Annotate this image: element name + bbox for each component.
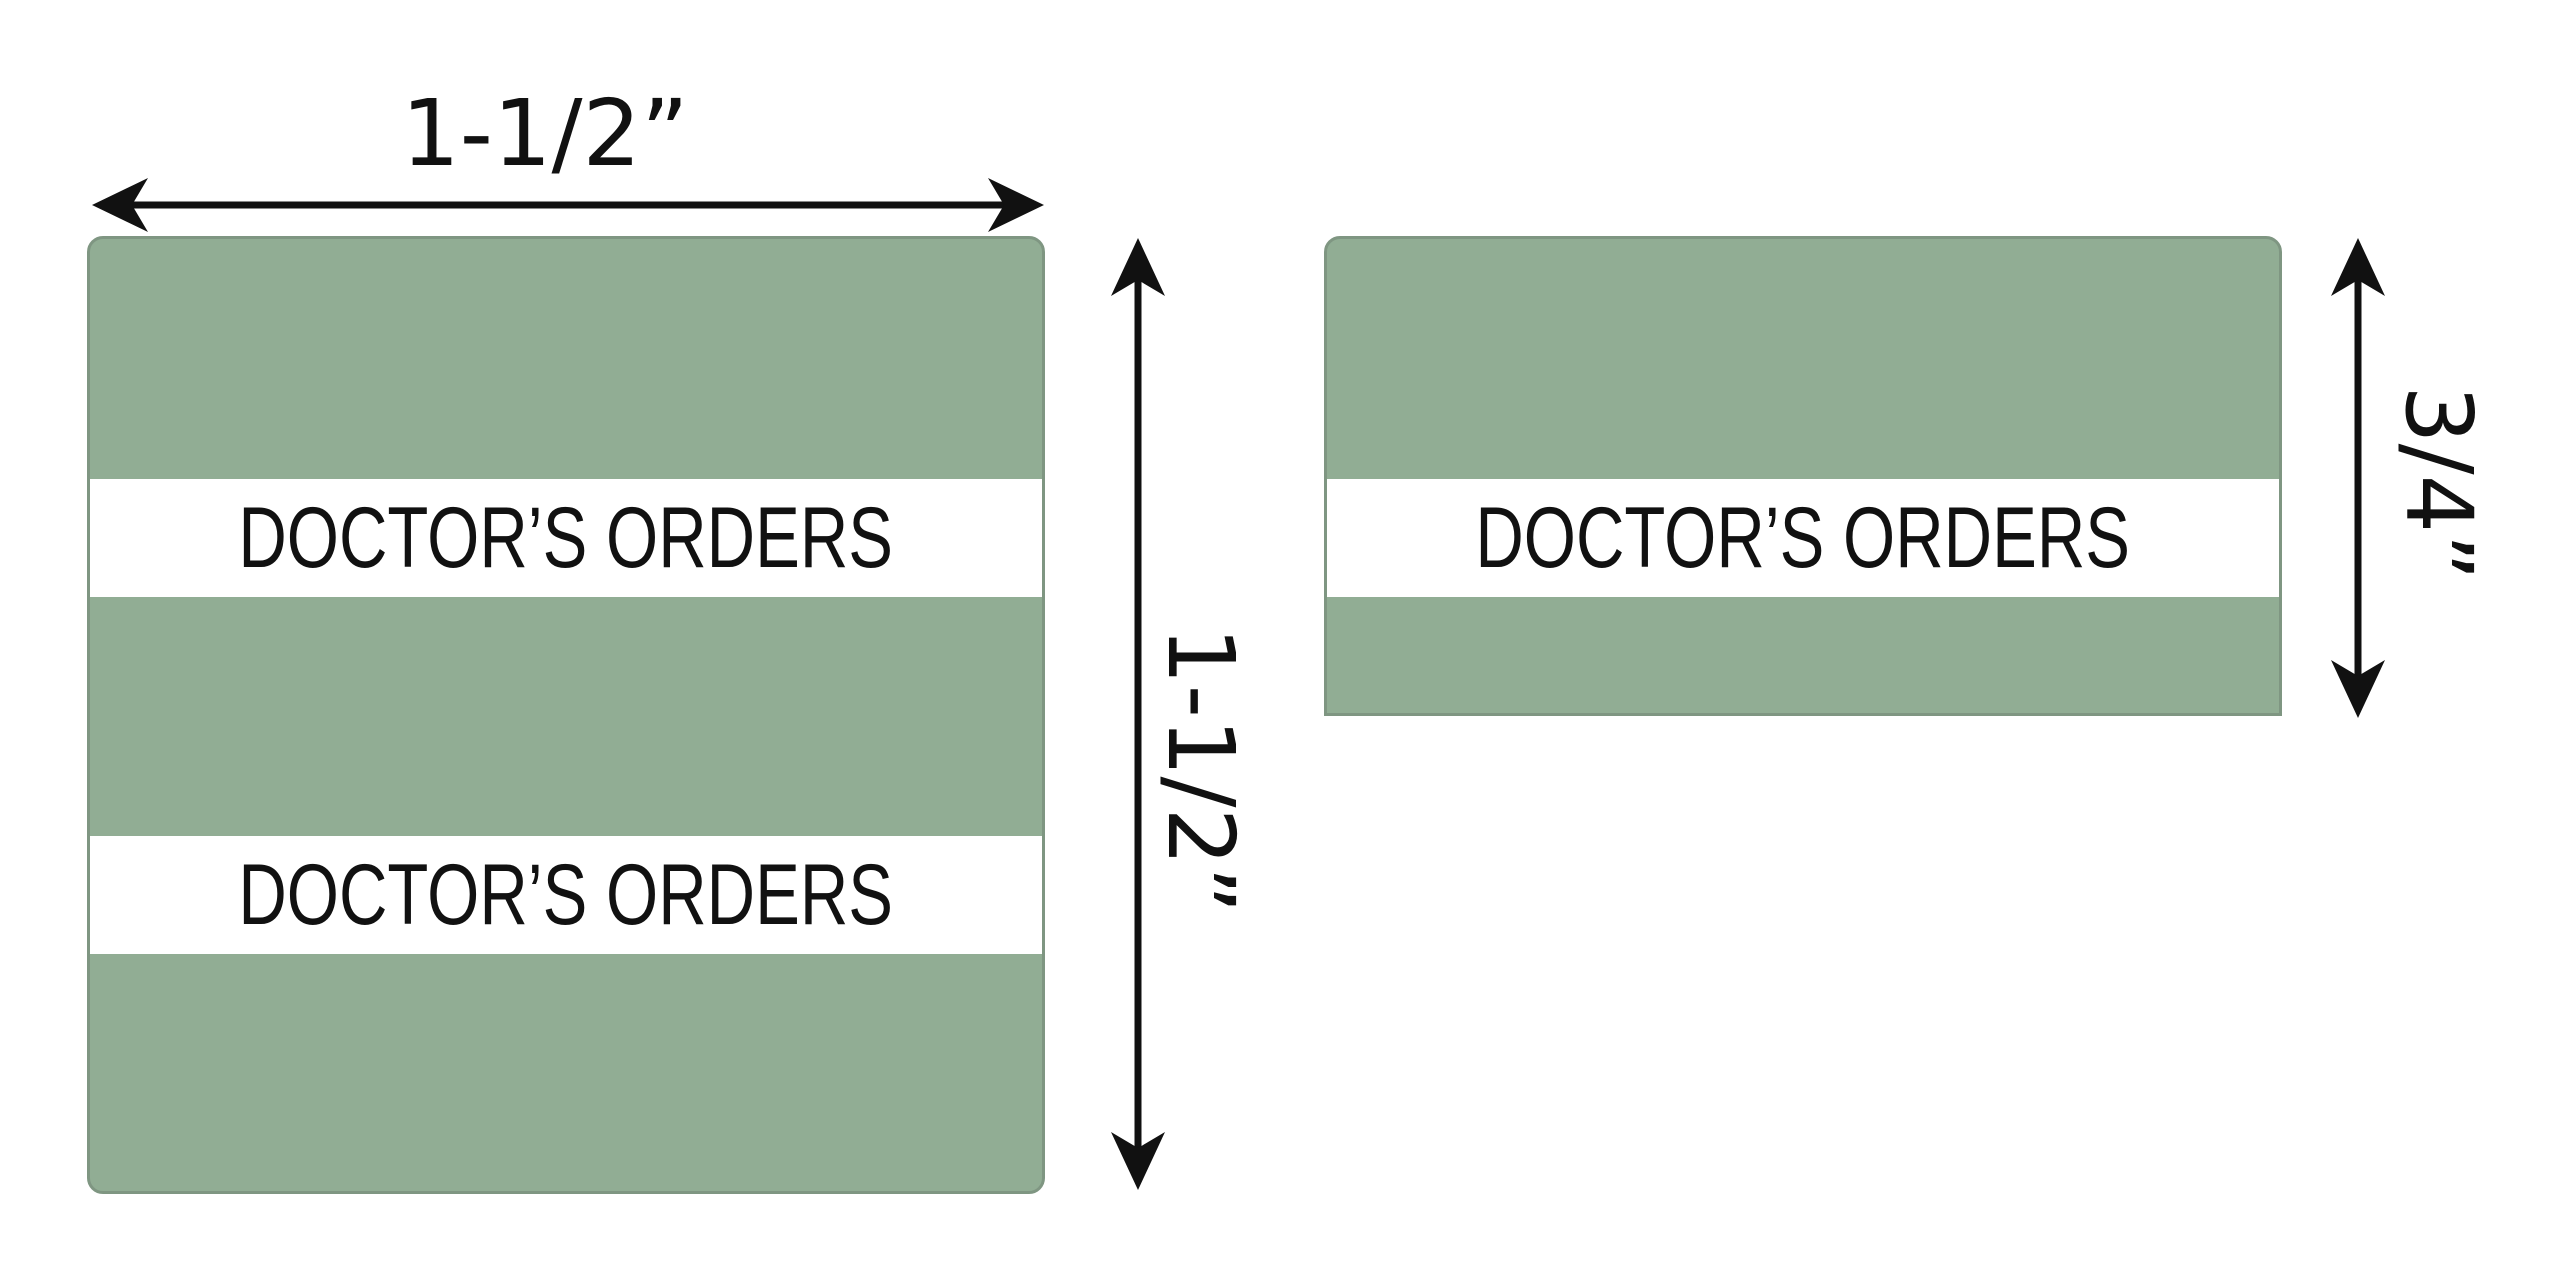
rectangle-label-band-text: DOCTOR’S ORDERS [1475, 490, 2131, 586]
rectangle-label-band: DOCTOR’S ORDERS [1327, 479, 2279, 597]
square-label-band-1: DOCTOR’S ORDERS [90, 479, 1042, 597]
width-dimension-label: 1-1/2” [401, 80, 689, 187]
square-label-band-1-text: DOCTOR’S ORDERS [238, 490, 894, 586]
square-label-band-2-text: DOCTOR’S ORDERS [238, 847, 894, 943]
rectangle-label: DOCTOR’S ORDERS [1324, 236, 2282, 716]
square-label: DOCTOR’S ORDERS DOCTOR’S ORDERS [87, 236, 1045, 1194]
square-label-band-2: DOCTOR’S ORDERS [90, 836, 1042, 954]
rect-height-arrow [2331, 238, 2385, 718]
square-height-dimension-label: 1-1/2” [1147, 626, 1254, 914]
rect-height-dimension-label: 3/4” [2385, 385, 2492, 581]
